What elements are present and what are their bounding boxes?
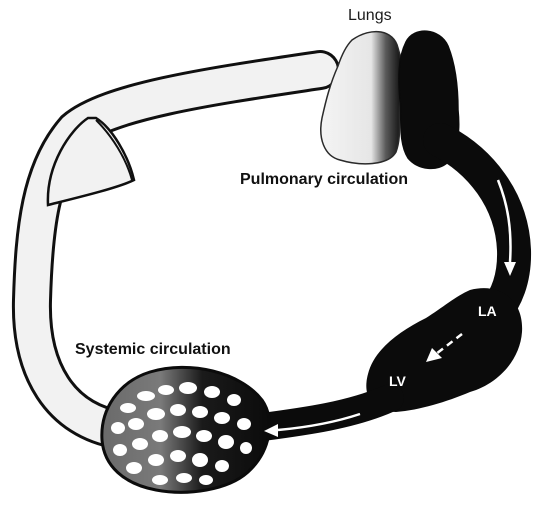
pulmonary-circulation-label: Pulmonary circulation — [240, 172, 408, 188]
systemic-circulation-label: Systemic circulation — [75, 342, 231, 358]
left-atrium-label: LA — [478, 304, 497, 318]
lung-left — [321, 32, 402, 164]
lungs-label: Lungs — [348, 8, 392, 24]
pulmonary-vein — [440, 140, 514, 312]
left-ventricle-label: LV — [389, 374, 406, 388]
